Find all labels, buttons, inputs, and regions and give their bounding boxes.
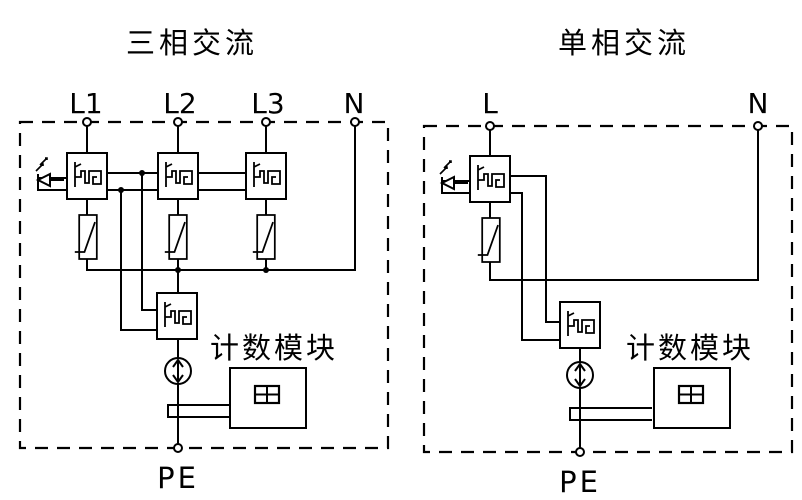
three-phase-enclosure xyxy=(18,120,390,450)
single-phase-enclosure xyxy=(422,124,794,454)
varistor-l1 xyxy=(73,214,98,260)
spd-module-l1 xyxy=(66,152,108,200)
current-sensor-icon xyxy=(566,361,594,389)
spd-module-l2 xyxy=(157,152,199,200)
three-phase-counter-label: 计数模块 xyxy=(210,331,338,365)
terminal-label-l1: L1 xyxy=(69,87,102,120)
single-phase-counter-label: 计数模块 xyxy=(626,331,754,365)
terminal-l xyxy=(485,121,495,131)
single-phase-diagram: 单相交流 L N 计数模块 PE xyxy=(422,26,794,499)
terminal-l3 xyxy=(261,117,271,127)
terminal-pe xyxy=(575,447,585,457)
spd-module-n-pe xyxy=(559,301,601,349)
terminal-n xyxy=(753,121,763,131)
spd-module-l xyxy=(469,155,511,203)
spd-module-n-pe xyxy=(156,292,198,340)
three-phase-pe-label: PE xyxy=(157,461,199,495)
terminal-label-n: N xyxy=(344,87,365,120)
varistor-l xyxy=(476,217,501,263)
single-phase-pe-label: PE xyxy=(559,465,601,499)
junction-dot xyxy=(139,170,145,176)
varistor-l3 xyxy=(251,214,276,260)
varistor-l2 xyxy=(163,214,188,260)
single-phase-wiring xyxy=(441,126,759,452)
single-phase-title: 单相交流 xyxy=(558,26,690,60)
three-phase-title: 三相交流 xyxy=(126,26,258,60)
current-sensor-icon xyxy=(164,357,192,385)
spd-module-l3 xyxy=(245,152,287,200)
terminal-l1 xyxy=(82,117,92,127)
counter-display xyxy=(652,366,732,430)
terminal-pe xyxy=(173,443,183,453)
terminal-label-n: N xyxy=(748,87,769,120)
junction-dot xyxy=(118,187,124,193)
terminal-label-l2: L2 xyxy=(163,87,196,120)
terminal-label-l: L xyxy=(482,87,498,120)
junction-dot xyxy=(175,267,181,273)
counter-display xyxy=(228,366,308,430)
three-phase-diagram: 三相交流 L1 L2 L3 N xyxy=(18,26,390,495)
terminal-l2 xyxy=(173,117,183,127)
terminal-label-l3: L3 xyxy=(251,87,284,120)
indicator-lamp-icon xyxy=(439,160,469,190)
junction-dot xyxy=(263,267,269,273)
indicator-lamp-icon xyxy=(35,157,65,187)
terminal-n xyxy=(350,117,360,127)
